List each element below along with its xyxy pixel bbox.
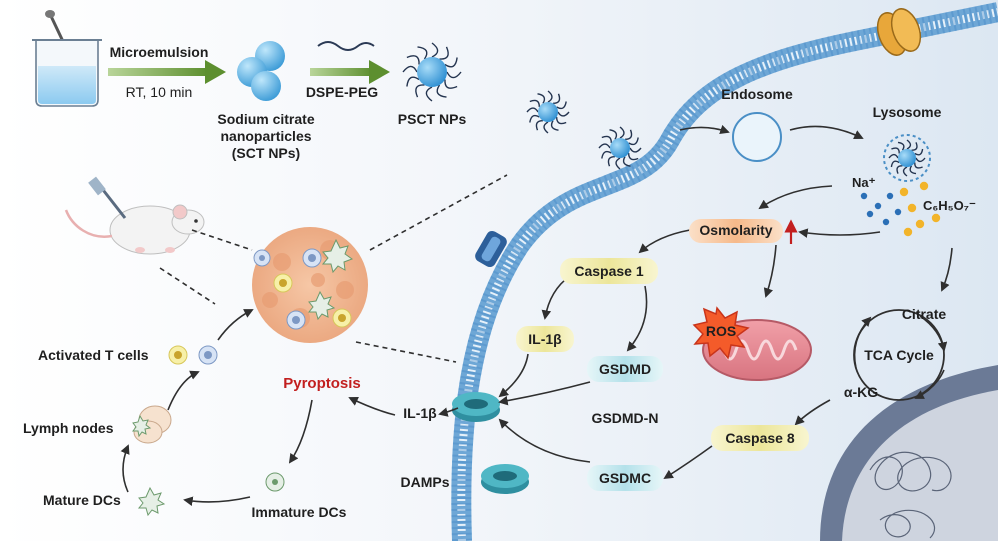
activated-t-cell-yellow (168, 345, 188, 365)
psct-np-icon (402, 42, 462, 102)
mouse-icon (64, 176, 205, 255)
membrane-channel-top (876, 8, 922, 56)
citrate-ion-dot (899, 187, 909, 197)
arrow-tca-1 (919, 315, 948, 352)
arrow-osmolarity-to-caspase1 (638, 229, 691, 254)
immature-dc-icon (265, 472, 285, 492)
sodium-ion-dot (860, 192, 868, 200)
lysosome-label: Lysosome (872, 104, 942, 120)
arrow-pyroptosis-to-dc (288, 399, 313, 464)
endosome-label: Endosome (721, 86, 793, 102)
psct-nps-label: PSCT NPs (397, 111, 467, 127)
arrow-pore-to-il1b (438, 407, 459, 417)
arrow-tca-3 (853, 316, 872, 369)
osmolarity-pill (689, 219, 783, 243)
tca-cycle-label: TCA Cycle (864, 347, 934, 363)
pore-gsdmc (481, 464, 529, 494)
endosome-icon (732, 112, 782, 162)
caspase8-pill (711, 425, 809, 451)
mature-dcs-label: Mature DCs (43, 492, 121, 508)
sodium-ion-dot (882, 218, 890, 226)
citrate-ion-dot (931, 213, 941, 223)
gsdmd-n-label: GSDMD-N (591, 410, 659, 426)
damps-label: DAMPs (400, 474, 450, 490)
caspase1-label: Caspase 1 (574, 263, 644, 279)
arrow-gsdmd-to-pore (498, 381, 591, 406)
il1b-inner-label: IL-1β (528, 331, 562, 347)
gsdmd-label: GSDMD (598, 361, 652, 377)
arrow-lymph-to-tcells (167, 370, 200, 411)
sodium-ion-label: Na⁺ (852, 175, 876, 190)
il1b-outside-label: IL-1β (403, 405, 437, 421)
gsdmc-pill (587, 465, 663, 491)
arrow-lysosome-to-osmolarity (758, 185, 833, 210)
arrow-ions-to-citrate (940, 247, 953, 292)
microemulsion-label: Microemulsion (109, 44, 209, 60)
dspe-peg-label: DSPE-PEG (305, 84, 379, 100)
arrow-caspase8-to-gsdmc (663, 445, 713, 480)
arrow-osmolarity-to-mito (763, 244, 777, 298)
ros-burst-icon (692, 306, 750, 360)
psct-np-outside-2 (598, 126, 642, 170)
arrow-to-lysosome (789, 125, 864, 139)
arrow-gsdmc-to-pore (498, 418, 591, 463)
activated-t-cells-label: Activated T cells (38, 347, 149, 363)
osmolarity-label: Osmolarity (699, 222, 773, 238)
nucleus (820, 365, 998, 541)
citrate-ion-dot (919, 181, 929, 191)
citrate-ion-dot (907, 203, 917, 213)
arrow-ions-to-osmolarity (798, 228, 881, 238)
citrate-ion-dot (915, 219, 925, 229)
pathway-arrows (120, 124, 953, 506)
membrane-channel-left (475, 230, 507, 268)
psct-np-lysosome (888, 139, 926, 177)
alpha-kg-label: α-KG (843, 384, 879, 400)
sodium-ion-dot (894, 208, 902, 216)
immature-dcs-label: Immature DCs (251, 504, 347, 520)
arrow-dspe-peg (310, 41, 390, 84)
lysosome-icon (883, 134, 931, 182)
arrow-il1b-to-pore (498, 353, 529, 398)
caspase8-label: Caspase 8 (725, 430, 795, 446)
pyroptosis-label: Pyroptosis (283, 375, 361, 392)
psct-np-outside-1 (526, 90, 570, 134)
arrow-immature-to-mature (183, 496, 251, 506)
sct-nanoparticles-icon (237, 41, 285, 101)
ros-label: ROS (705, 323, 737, 339)
arrow-tcells-to-tumor (217, 309, 254, 341)
arrow-tca-2 (914, 369, 945, 399)
gsdmc-label: GSDMC (598, 470, 652, 486)
sct-label-line3: (SCT NPs) (231, 145, 301, 161)
lymph-node-icon (132, 405, 172, 444)
zoom-lines (159, 174, 508, 363)
gsdmd-pill (587, 356, 663, 382)
arrow-caspase1-to-gsdmd (626, 285, 648, 352)
citrate-label: Citrate (901, 306, 947, 322)
citrate-ion-dot (903, 227, 913, 237)
sodium-ion-dot (874, 202, 882, 210)
il1b-pill (516, 326, 574, 352)
tumor-tissue (252, 227, 368, 343)
mature-dc-icon (137, 486, 166, 517)
arrow-to-pyroptosis (348, 396, 396, 416)
sodium-ion-dot (886, 192, 894, 200)
sct-label-line1: Sodium citrate (217, 111, 315, 127)
sct-label-line2: nanoparticles (220, 128, 312, 144)
arrow-microemulsion (108, 60, 226, 84)
sodium-ion-dot (866, 210, 874, 218)
activated-t-cell-blue (198, 345, 218, 365)
ions (860, 181, 941, 237)
pore-gsdmd (452, 392, 500, 422)
caspase1-pill (560, 258, 658, 284)
arrow-to-endosome (679, 124, 730, 135)
arrow-akg-to-caspase8 (794, 399, 831, 426)
rt-time-label: RT, 10 min (125, 84, 193, 100)
citrate-ion-label: C₆H₅O₇⁻ (923, 198, 976, 213)
arrow-mature-to-lymph (120, 444, 130, 493)
lymph-nodes-label: Lymph nodes (23, 420, 114, 436)
beaker-icon (32, 10, 102, 107)
